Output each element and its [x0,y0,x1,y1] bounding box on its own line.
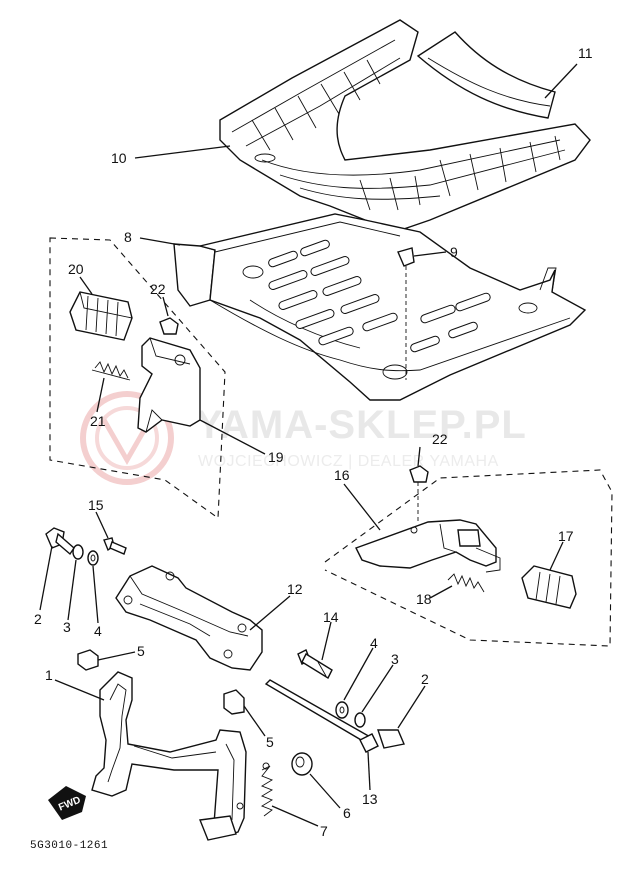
part-8-footboard [173,213,587,401]
part-19-bracket [137,337,201,433]
direction-marker: FWD [48,786,86,820]
part-21-spring [91,361,131,381]
part-17-rubber-pad [521,565,577,609]
callout-2-right: 2 [421,671,429,687]
part-5-collar-upper [77,649,99,671]
watermark: YAMA-SKLEP.PL WOJCIECHOWICZ | DEALER YAM… [80,391,527,485]
diagram-code: 5G3010-1261 [30,840,108,852]
callout-8: 8 [124,229,132,245]
callout-5-lower: 5 [266,734,274,750]
part-16-bracket [355,519,501,573]
callout-11: 11 [578,45,593,61]
callout-12: 12 [287,581,303,597]
callouts: 11 10 8 9 20 22 21 19 22 16 17 18 15 2 3… [34,45,593,839]
part-10-floor-mat [219,19,591,233]
part-3-washer-right [354,712,366,728]
callout-19: 19 [268,449,284,465]
part-18-spring [447,573,485,593]
watermark-subtitle: WOJCIECHOWICZ | DEALER YAMAHA [198,453,499,470]
callout-22-left: 22 [150,281,166,297]
part-2-bolt-right [377,729,405,749]
watermark-title: YAMA-SKLEP.PL [196,403,527,447]
leader-lines [39,63,578,827]
callout-16: 16 [334,467,350,483]
callout-15: 15 [88,497,104,513]
part-13-long-bolt [264,679,379,753]
callout-17: 17 [558,528,574,544]
callout-2-left: 2 [34,611,42,627]
part-6-bush [291,752,313,776]
callout-6: 6 [343,805,351,821]
part-15-bolt [103,537,127,555]
callout-21: 21 [90,413,106,429]
callout-4-left: 4 [94,623,102,639]
callout-5-upper: 5 [137,643,145,659]
watermark-logo [80,391,174,485]
callout-13: 13 [362,791,378,807]
part-9-bolt [397,247,415,380]
part-4-collar-left [87,550,99,566]
part-22-nut-right [409,465,429,524]
callout-3-right: 3 [391,651,399,667]
part-7-spring [260,762,274,817]
right-assembly-box [324,469,613,647]
callout-7: 7 [320,823,328,839]
part-20-rubber-pad [69,291,133,341]
callout-18: 18 [416,591,432,607]
callout-22-right: 22 [432,431,448,447]
part-22-nut-left [159,317,179,335]
part-4-collar-right [335,701,349,719]
part-14-bolt [297,649,333,679]
callout-3-left: 3 [63,619,71,635]
part-5-collar-lower [223,689,245,715]
callout-4-right: 4 [370,635,378,651]
part-3-washer-left [72,544,84,560]
part-12-stand-bracket [115,565,263,671]
callout-14: 14 [323,609,339,625]
part-1-main-stand [91,671,247,841]
part-11-trim-strip [416,31,556,119]
callout-20: 20 [68,261,84,277]
callout-1: 1 [45,667,53,683]
callout-9: 9 [450,244,458,260]
callout-10: 10 [111,150,127,166]
left-assembly-box [49,237,226,520]
part-2-bolt-left [45,527,75,556]
